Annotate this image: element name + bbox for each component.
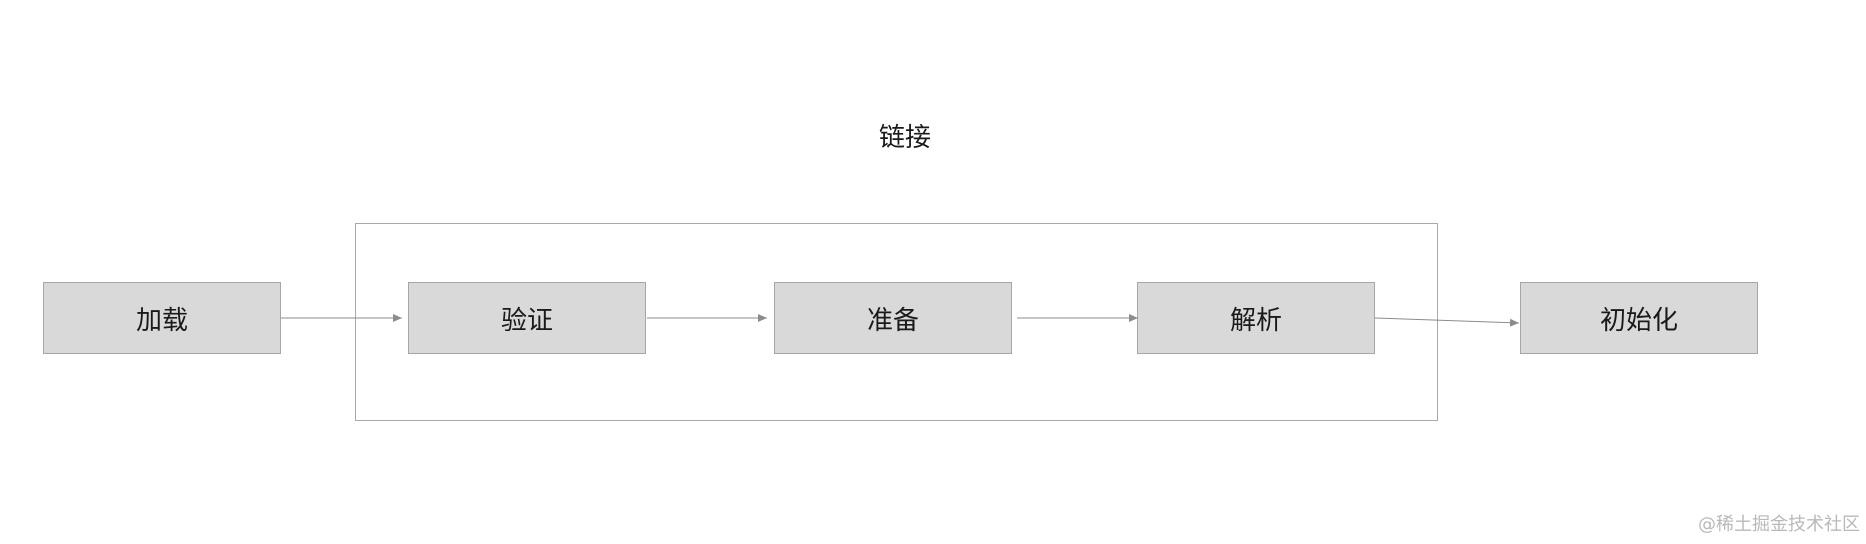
node-init-label: 初始化 [1599,305,1678,336]
watermark-text: @稀土掘金技术社区 [1698,514,1860,535]
node-load: 加载 [43,282,281,354]
node-init: 初始化 [1520,282,1758,354]
node-verify: 验证 [408,282,646,354]
node-verify-label: 验证 [500,305,553,336]
node-prepare-label: 准备 [866,305,919,336]
linking-group-title: 链接 [878,123,931,153]
node-prepare: 准备 [774,282,1012,354]
node-load-label: 加载 [135,305,188,336]
node-resolve: 解析 [1137,282,1375,354]
node-resolve-label: 解析 [1229,305,1282,336]
